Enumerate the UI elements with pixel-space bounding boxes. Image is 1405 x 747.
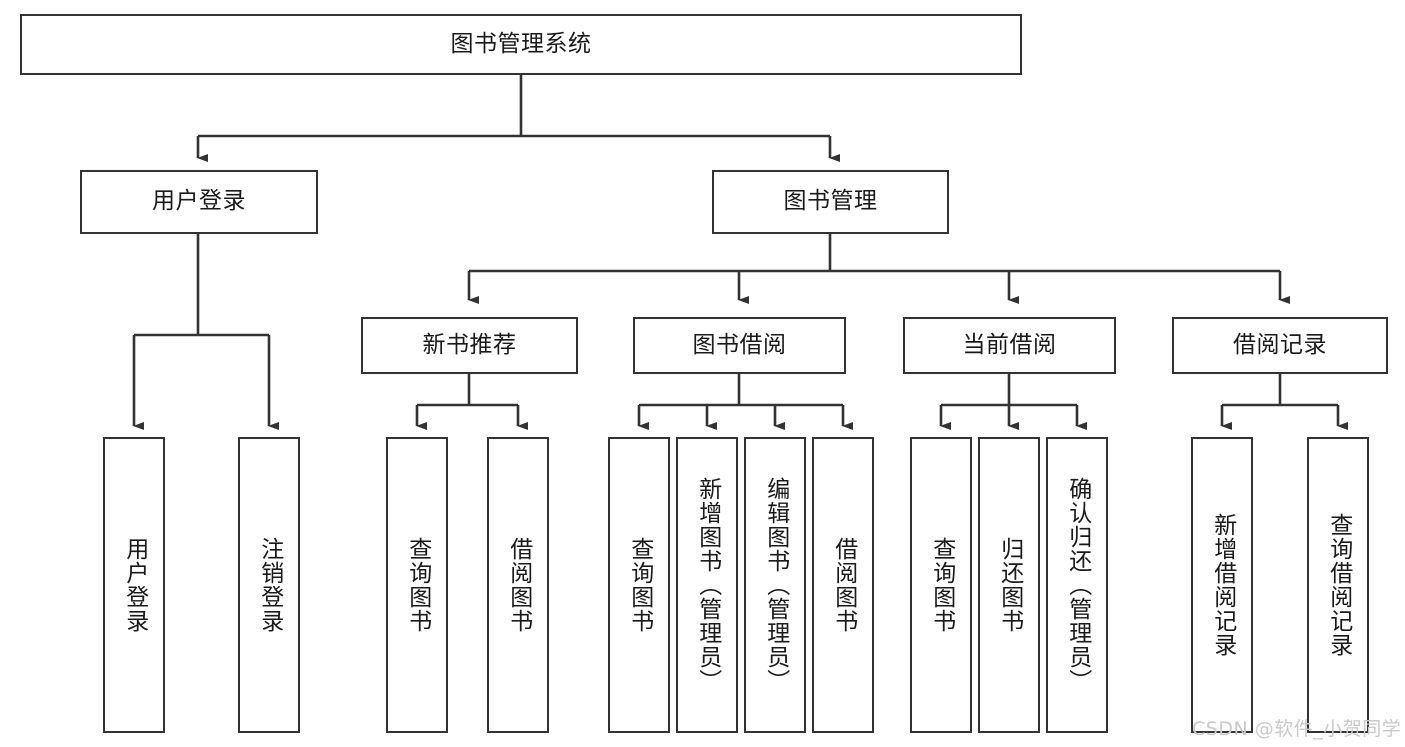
node-label: 用户登录 — [152, 188, 246, 215]
node-leaf-query-book-3[interactable]: 查询图书 — [910, 437, 972, 733]
node-borrowing-record[interactable]: 借阅记录 — [1172, 317, 1388, 374]
csdn-watermark: CSDN @软件_小贺同学 — [1192, 718, 1402, 740]
node-label: 图书管理系统 — [450, 30, 592, 57]
node-leaf-borrow-book-2[interactable]: 借阅图书 — [812, 437, 874, 733]
node-label: 新增图书（管理员） — [694, 477, 721, 693]
node-leaf-user-login[interactable]: 用户登录 — [103, 437, 165, 733]
node-label: 借阅图书 — [830, 537, 857, 633]
node-new-book-recommendation[interactable]: 新书推荐 — [361, 317, 578, 374]
node-label: 确认归还（管理员） — [1064, 477, 1091, 693]
node-leaf-query-book-1[interactable]: 查询图书 — [386, 437, 448, 733]
node-label: 查询图书 — [626, 537, 653, 633]
node-label: 查询图书 — [404, 537, 431, 633]
node-leaf-logout[interactable]: 注销登录 — [238, 437, 300, 733]
node-label: 查询借阅记录 — [1325, 513, 1352, 657]
node-label: 编辑图书（管理员） — [762, 477, 789, 693]
node-leaf-borrow-book-1[interactable]: 借阅图书 — [487, 437, 549, 733]
node-root-book-management-system[interactable]: 图书管理系统 — [20, 14, 1022, 75]
node-label: 注销登录 — [256, 537, 283, 633]
node-current-borrowing[interactable]: 当前借阅 — [903, 317, 1116, 374]
node-label: 用户登录 — [121, 537, 148, 633]
node-leaf-confirm-return-admin[interactable]: 确认归还（管理员） — [1046, 437, 1108, 733]
node-leaf-return-book[interactable]: 归还图书 — [978, 437, 1040, 733]
node-label: 新增借阅记录 — [1209, 513, 1236, 657]
node-label: 图书借阅 — [692, 331, 787, 358]
node-leaf-add-borrow-record[interactable]: 新增借阅记录 — [1191, 437, 1253, 733]
node-label: 借阅记录 — [1233, 331, 1327, 358]
node-book-borrowing[interactable]: 图书借阅 — [633, 317, 846, 374]
node-label: 归还图书 — [996, 537, 1023, 633]
node-label: 当前借阅 — [962, 331, 1057, 358]
node-label: 借阅图书 — [505, 537, 532, 633]
node-label: 图书管理 — [783, 188, 878, 215]
node-label: 查询图书 — [928, 537, 955, 633]
node-leaf-add-book-admin[interactable]: 新增图书（管理员） — [676, 437, 738, 733]
node-book-management[interactable]: 图书管理 — [712, 170, 949, 234]
node-user-login[interactable]: 用户登录 — [80, 170, 318, 234]
node-label: 新书推荐 — [422, 331, 517, 358]
node-leaf-query-book-2[interactable]: 查询图书 — [608, 437, 670, 733]
node-leaf-query-borrow-record[interactable]: 查询借阅记录 — [1307, 437, 1369, 733]
node-leaf-edit-book-admin[interactable]: 编辑图书（管理员） — [744, 437, 806, 733]
